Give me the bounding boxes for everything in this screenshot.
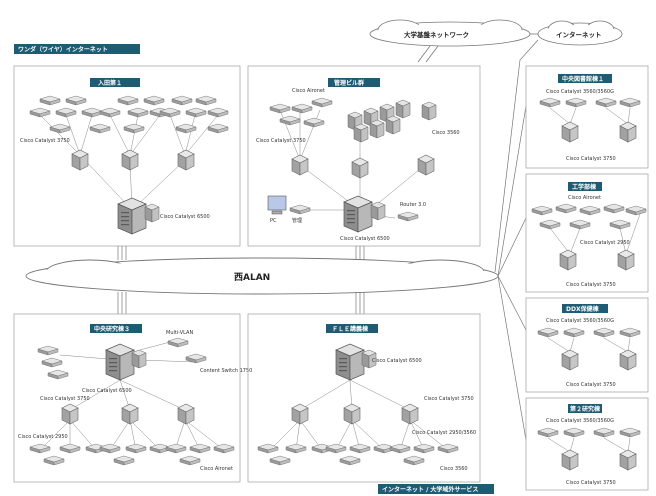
- backbone-label: 西ALAN: [234, 272, 270, 283]
- region-box-2: 管理ビル群 Cisco Aironet Cisco Catalyst 3750 …: [247, 65, 481, 247]
- side-box-2-mid-label: Cisco Catalyst 2950: [580, 240, 630, 246]
- region-box-3: 中央研究棟３ Multi-VLAN Content Switch 1750 Ci…: [13, 313, 252, 483]
- side-box-4-bot-label: Cisco Catalyst 3750: [566, 480, 616, 486]
- region-1-title: 入田第１: [97, 79, 122, 87]
- side-box-2: 工学部棟 Cisco Aironet Cisco Catalyst 2950 C…: [525, 173, 649, 293]
- bottom-badge-text: インターネット / 大学域外サービス: [382, 486, 478, 494]
- cloud-campus-text: 大学基盤ネットワーク: [404, 30, 469, 39]
- backbone-cloud: 西ALAN: [25, 257, 499, 295]
- title-badge: [14, 44, 140, 54]
- cloud-internet-text: インターネット: [556, 30, 602, 39]
- bottom-badge: [378, 484, 494, 494]
- side-box-3: DDX保健棟 Cisco Catalyst 3560/3560G Cisco C…: [525, 297, 649, 393]
- side-box-1-top-label: Cisco Catalyst 3560/3560G: [546, 89, 614, 95]
- region-2-core-label: Cisco Catalyst 6500: [340, 236, 390, 242]
- region-1-core-label: Cisco Catalyst 6500: [160, 214, 210, 220]
- region-3-core-label: Cisco Catalyst 6500: [82, 388, 132, 394]
- region-4-dist-label: Cisco Catalyst 3750: [424, 396, 474, 402]
- region-2-rtr-label: Router 3.0: [400, 202, 426, 208]
- region-2-top-label: Cisco Aironet: [292, 88, 325, 94]
- region-3-dist-label: Cisco Catalyst 3750: [40, 396, 90, 402]
- region-2-nms-label: 管理: [292, 217, 302, 224]
- side-box-3-title: DDX保健棟: [566, 305, 600, 313]
- region-2-server-label: Cisco 3560: [432, 130, 460, 136]
- side-box-2-top-label: Cisco Aironet: [568, 195, 601, 201]
- region-4-edge-label: Cisco Catalyst 2950/3560: [412, 430, 476, 436]
- pc-icon: [267, 195, 287, 211]
- region-2-title: 管理ビル群: [334, 79, 364, 87]
- side-box-1-bot-label: Cisco Catalyst 3750: [566, 156, 616, 162]
- region-3-title: 中央研究棟３: [94, 325, 130, 333]
- side-box-3-top-label: Cisco Catalyst 3560/3560G: [546, 318, 614, 324]
- region-4-sw-label: Cisco 3560: [440, 466, 468, 472]
- region-box-1: 入田第１ Cisco Catalyst 3750 Cisco Catalyst …: [13, 65, 241, 247]
- cloud-internet: インターネット: [537, 20, 623, 46]
- cloud-campus: 大学基盤ネットワーク: [369, 19, 531, 47]
- region-4-core-label: Cisco Catalyst 6500: [372, 358, 422, 364]
- side-box-4: 第２研究棟 Cisco Catalyst 3560/3560G Cisco Ca…: [525, 397, 649, 491]
- region-2-dist-label: Cisco Catalyst 3750: [256, 138, 306, 144]
- region-3-extra-label: Content Switch 1750: [200, 368, 252, 374]
- region-2-pc-label: PC: [270, 218, 277, 224]
- side-box-2-title: 工学部棟: [572, 183, 597, 191]
- region-3-top-label: Multi-VLAN: [166, 330, 193, 336]
- side-box-4-title: 第２研究棟: [569, 405, 601, 413]
- region-3-edge-label: Cisco Catalyst 2950: [18, 434, 68, 440]
- title-badge-text: ワンダ（ワイヤ）インターネット: [18, 46, 108, 54]
- side-box-1-title: 中央図書館棟１: [562, 75, 604, 83]
- side-box-4-top-label: Cisco Catalyst 3560/3560G: [546, 418, 614, 424]
- region-4-title: ＦＬＥ講義棟: [332, 325, 369, 333]
- side-box-2-bot-label: Cisco Catalyst 3750: [566, 282, 616, 288]
- region-3-ap-label: Cisco Aironet: [200, 466, 233, 472]
- region-box-4: ＦＬＥ講義棟 Cisco Catalyst 6500 Cisco Catalys…: [247, 313, 481, 483]
- side-box-1: 中央図書館棟１ Cisco Catalyst 3560/3560G Cisco …: [525, 65, 649, 169]
- region-1-dist-label: Cisco Catalyst 3750: [20, 138, 70, 144]
- side-box-3-bot-label: Cisco Catalyst 3750: [566, 382, 616, 388]
